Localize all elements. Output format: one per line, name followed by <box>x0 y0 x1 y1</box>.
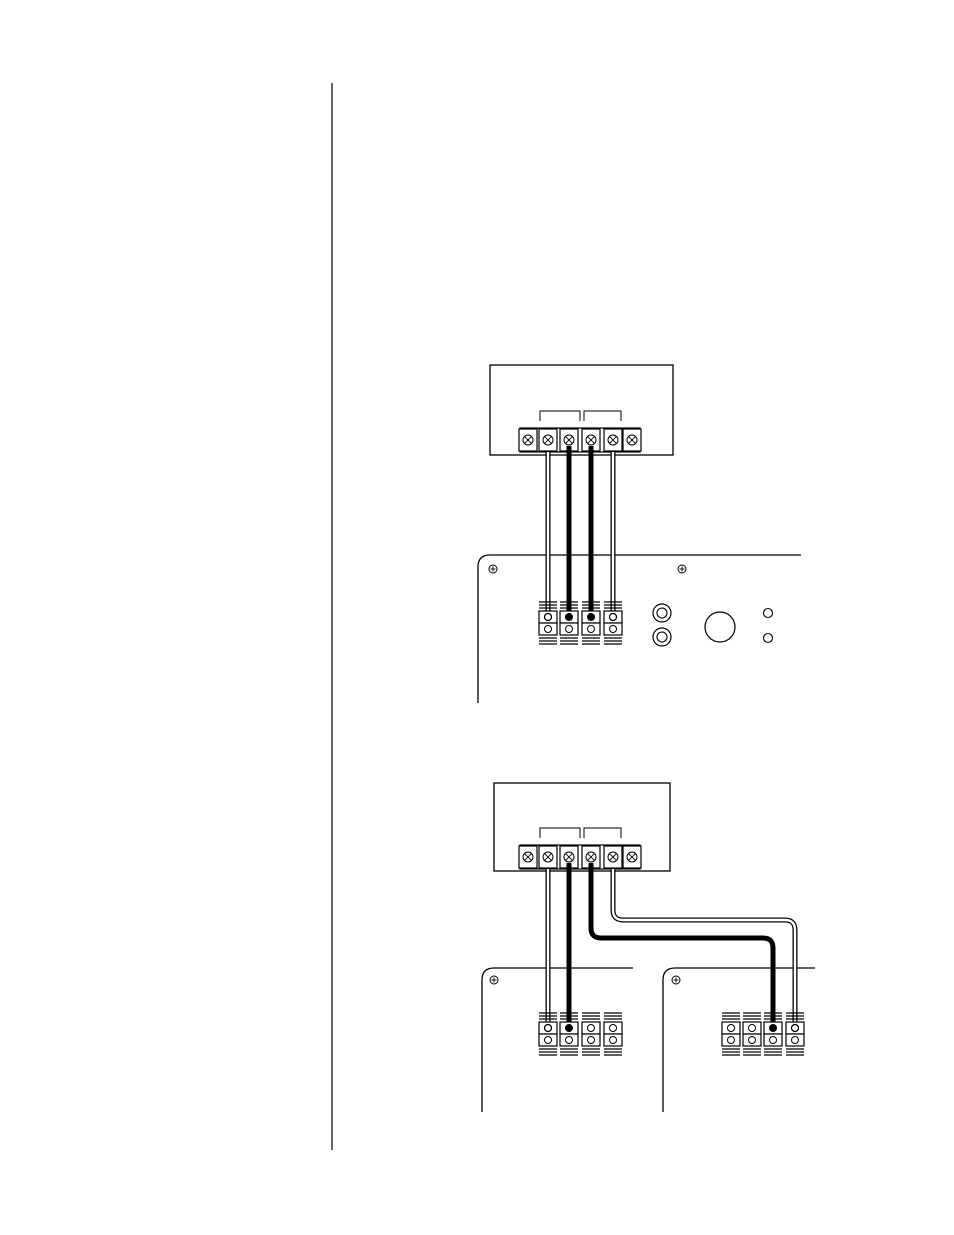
panel-screw-icon <box>672 976 680 984</box>
panel-screw-icon <box>678 565 686 573</box>
right-panel-post-3[interactable] <box>764 1013 782 1055</box>
amp-terminal-6 <box>623 429 641 451</box>
left-panel-post-1[interactable] <box>539 1013 557 1055</box>
amp-terminal-6 <box>623 846 641 868</box>
amp-terminal-5[interactable] <box>604 429 622 451</box>
amp-terminal-2[interactable] <box>539 429 557 451</box>
wires-2 <box>548 863 795 1028</box>
amp-terminal-5[interactable] <box>604 846 622 868</box>
speaker-post-1[interactable] <box>539 602 557 644</box>
right-panel-post-4[interactable] <box>786 1013 804 1055</box>
amp-terminal-1 <box>519 846 537 868</box>
left-panel-post-4[interactable] <box>604 1013 622 1055</box>
indicator-light-bottom <box>764 634 773 643</box>
indicator-light-top <box>764 609 773 618</box>
left-panel-post-3[interactable] <box>582 1013 600 1055</box>
panel-screw-icon <box>489 565 497 573</box>
right-panel-post-2[interactable] <box>743 1013 761 1055</box>
diagram-2 <box>482 783 815 1112</box>
right-panel-post-1[interactable] <box>722 1013 740 1055</box>
speaker-post-4[interactable] <box>604 602 622 644</box>
level-knob[interactable] <box>705 612 735 642</box>
rca-jack-top[interactable] <box>653 604 671 622</box>
speaker-panel-outline <box>478 555 801 703</box>
speaker-post-3[interactable] <box>582 602 600 644</box>
wires-1 <box>548 446 613 617</box>
rca-jack-bottom[interactable] <box>653 628 671 646</box>
amp-terminal-1 <box>519 429 537 451</box>
panel-screw-icon <box>490 976 498 984</box>
diagram-1 <box>478 365 801 703</box>
speaker-post-2[interactable] <box>560 602 578 644</box>
left-panel-post-2[interactable] <box>560 1013 578 1055</box>
amp-terminal-2[interactable] <box>539 846 557 868</box>
